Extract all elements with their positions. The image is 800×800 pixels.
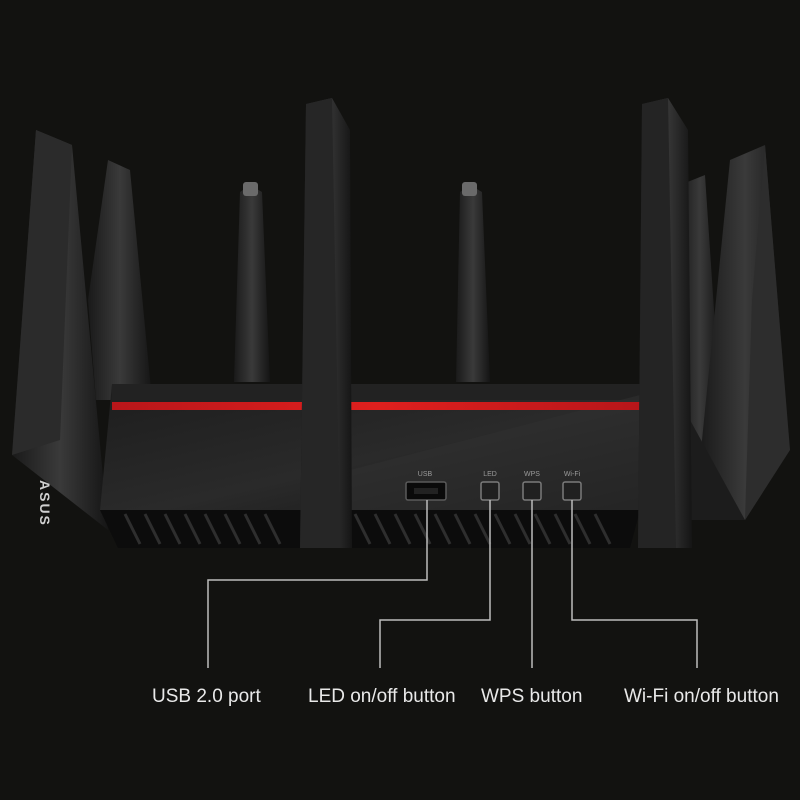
front-antenna-left — [300, 98, 352, 548]
side-antenna-right-outer — [700, 145, 790, 520]
usb-port-callout: USB 2.0 port — [152, 686, 261, 707]
wps-button[interactable] — [522, 481, 542, 501]
red-accent-stripe — [112, 402, 640, 410]
side-antenna-left-inner — [88, 160, 152, 400]
wifi-onoff-button[interactable] — [562, 481, 582, 501]
led-button-label: LED — [483, 471, 497, 478]
usb-port-label: USB — [418, 471, 433, 478]
asus-logo: ASUS — [37, 480, 53, 527]
usb-port[interactable] — [405, 481, 447, 501]
callout-lines — [207, 500, 698, 668]
front-antenna-right — [638, 98, 692, 548]
wifi-button-callout: Wi-Fi on/off button — [624, 686, 779, 707]
callout-line-led — [379, 500, 491, 668]
callout-line-usb — [207, 500, 428, 668]
wps-button-label: WPS — [524, 471, 540, 478]
led-onoff-button[interactable] — [480, 481, 500, 501]
rear-antenna-left — [234, 182, 270, 382]
led-button-callout: LED on/off button — [308, 686, 456, 707]
wps-button-callout: WPS button — [481, 686, 583, 707]
callout-line-wifi — [571, 500, 698, 668]
side-antenna-left-outer — [12, 130, 108, 530]
wifi-button-label: Wi-Fi — [564, 471, 581, 478]
rear-antenna-right — [456, 182, 490, 382]
